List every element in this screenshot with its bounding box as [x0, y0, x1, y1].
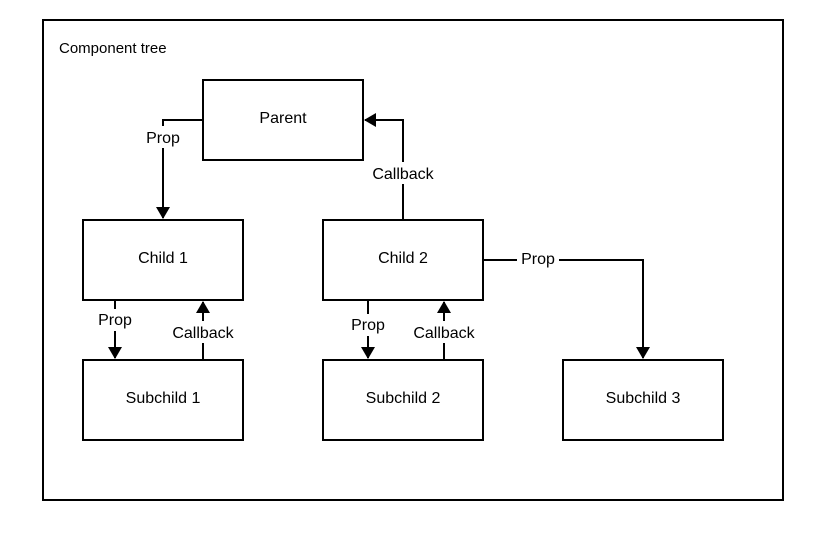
edge-label-bg-child2-parent: [367, 162, 439, 184]
node-subchild-1-label: Subchild 1: [126, 390, 201, 407]
edge-label-subchild-2-to-child-2: Callback: [413, 325, 475, 342]
frame-border: [42, 19, 784, 501]
node-child-1: Child 1: [82, 219, 244, 301]
edge-child-2-to-parent: [364, 113, 404, 220]
frame-title: Component tree: [59, 40, 167, 57]
node-subchild-2: Subchild 2: [322, 359, 484, 441]
node-subchild-3-label: Subchild 3: [606, 390, 681, 407]
node-parent: Parent: [202, 79, 364, 161]
edge-label-subchild-1-to-child-1: Callback: [172, 325, 234, 342]
edge-parent-to-child-1: [156, 119, 203, 219]
node-subchild-3: Subchild 3: [562, 359, 724, 441]
edge-child-2-to-subchild-3: [483, 259, 650, 359]
edge-label-child-2-to-subchild-3: Prop: [521, 251, 555, 268]
node-child-1-label: Child 1: [138, 250, 188, 267]
edge-label-bg-sub2-child2: [408, 321, 480, 343]
edge-label-child-1-to-subchild-1: Prop: [98, 312, 132, 329]
edge-label-bg-sub1-child1: [167, 321, 239, 343]
node-subchild-1: Subchild 1: [82, 359, 244, 441]
node-child-2: Child 2: [322, 219, 484, 301]
edge-label-child-2-to-subchild-2: Prop: [351, 317, 385, 334]
edge-label-parent-to-child-1: Prop: [146, 130, 180, 147]
edge-label-bg-child2-sub3: [517, 248, 559, 270]
edge-label-child-2-to-parent: Callback: [372, 166, 434, 183]
edge-label-bg-parent-child1: [141, 126, 185, 148]
node-parent-label: Parent: [259, 110, 307, 127]
node-child-2-label: Child 2: [378, 250, 428, 267]
edge-label-bg-child1-sub1: [94, 309, 136, 331]
node-subchild-2-label: Subchild 2: [366, 390, 441, 407]
edge-label-bg-child2-sub2: [347, 314, 389, 336]
